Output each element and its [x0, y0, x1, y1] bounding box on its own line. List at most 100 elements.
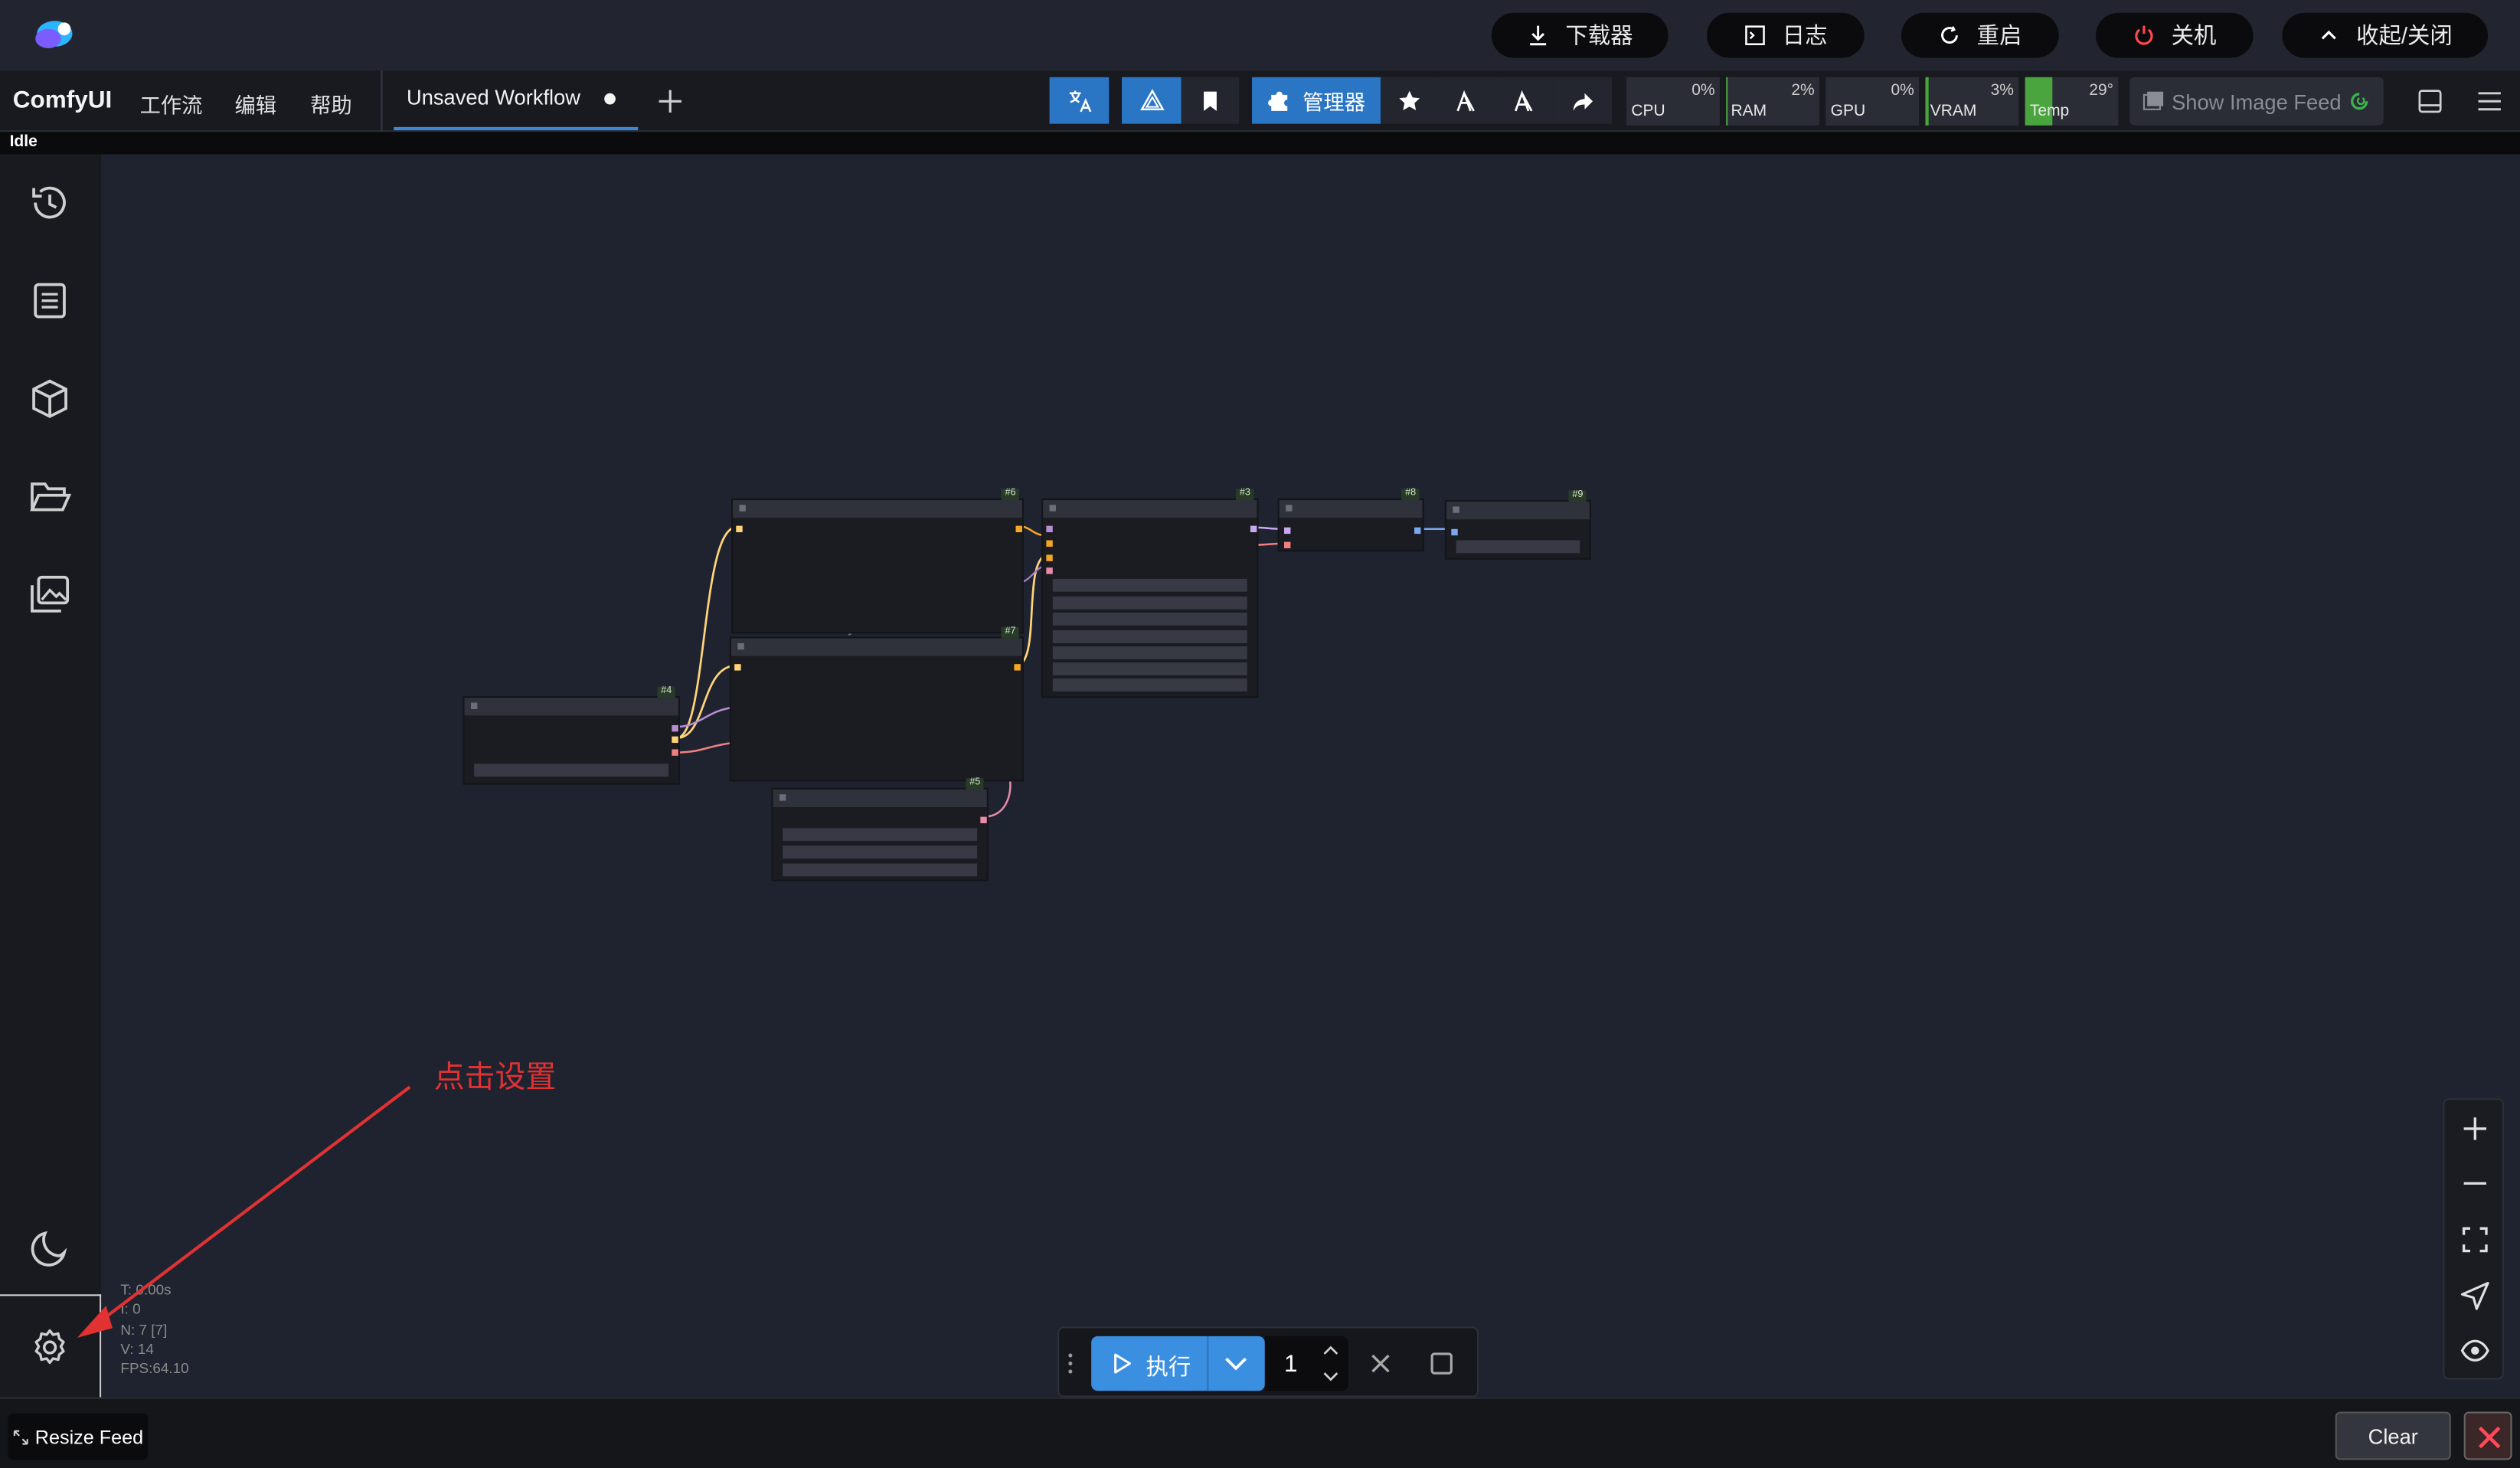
- node-collapse-dot[interactable]: [1049, 505, 1056, 512]
- settings-button[interactable]: [0, 1294, 102, 1398]
- graph-node[interactable]: #3: [1041, 489, 1259, 698]
- fit-view-icon[interactable]: [2459, 1224, 2491, 1256]
- queue-icon[interactable]: [28, 278, 73, 323]
- node-output-port[interactable]: [1014, 664, 1021, 671]
- toggle-links-eye-icon[interactable]: [2459, 1335, 2491, 1367]
- node-widget[interactable]: [1052, 612, 1247, 626]
- node-widget[interactable]: [1052, 646, 1247, 659]
- model-tool-alt-button[interactable]: [1496, 77, 1554, 124]
- model-share-button[interactable]: [1122, 77, 1182, 124]
- graph-node[interactable]: #6: [731, 489, 1024, 634]
- node-widget[interactable]: [1052, 578, 1247, 592]
- image-gallery-icon[interactable]: [28, 572, 73, 617]
- node-input-port[interactable]: [1284, 527, 1291, 535]
- node-header[interactable]: [731, 638, 1022, 656]
- node-input-port[interactable]: [1451, 528, 1458, 536]
- node-output-port[interactable]: [980, 816, 987, 824]
- node-widget[interactable]: [783, 863, 978, 877]
- node-header[interactable]: [1446, 502, 1590, 520]
- increment-chevron-icon[interactable]: [1321, 1342, 1340, 1358]
- node-widget[interactable]: [1052, 678, 1247, 691]
- graph-node[interactable]: #4: [462, 686, 680, 785]
- model-library-icon[interactable]: [28, 376, 73, 421]
- favorites-button[interactable]: [1380, 77, 1439, 124]
- unsaved-dot-icon[interactable]: [604, 93, 616, 105]
- batch-count-input[interactable]: 1: [1264, 1336, 1348, 1391]
- node-collapse-dot[interactable]: [779, 794, 786, 801]
- node-input-port[interactable]: [1046, 554, 1053, 561]
- restart-button[interactable]: 重启: [1901, 12, 2059, 58]
- arch-model-alt-icon: [1514, 89, 1533, 111]
- graph-node[interactable]: #7: [729, 626, 1024, 782]
- locate-icon[interactable]: [2459, 1280, 2491, 1312]
- close-feed-button[interactable]: [2463, 1411, 2512, 1460]
- zoom-out-icon[interactable]: [2459, 1167, 2491, 1199]
- shutdown-button[interactable]: 关机: [2095, 12, 2254, 58]
- node-widget[interactable]: [783, 828, 978, 842]
- node-output-port[interactable]: [672, 724, 678, 732]
- bottom-panel-toggle-icon[interactable]: [2416, 87, 2445, 116]
- node-widget[interactable]: [1052, 630, 1247, 643]
- graph-node[interactable]: #8: [1277, 489, 1424, 552]
- node-header[interactable]: [1043, 500, 1257, 518]
- moon-icon[interactable]: [28, 1225, 73, 1270]
- collapse-button[interactable]: 收起/关闭: [2282, 12, 2489, 58]
- resize-feed-button[interactable]: Resize Feed: [8, 1413, 149, 1460]
- node-collapse-dot[interactable]: [470, 702, 478, 709]
- node-input-port[interactable]: [1046, 525, 1053, 533]
- menu-bar: ComfyUI 工作流 编辑 帮助 Unsaved Workflow 管理器: [0, 70, 2520, 132]
- bookmark-button[interactable]: [1181, 77, 1240, 124]
- history-icon[interactable]: [28, 180, 73, 225]
- workflows-icon[interactable]: [28, 474, 73, 519]
- menu-help[interactable]: 帮助: [310, 93, 352, 118]
- stop-square-icon[interactable]: [1429, 1351, 1455, 1377]
- downloader-button[interactable]: 下载器: [1491, 12, 1669, 58]
- zoom-in-icon[interactable]: [2459, 1113, 2491, 1145]
- new-tab-plus-icon[interactable]: [654, 85, 686, 117]
- translate-button[interactable]: [1049, 77, 1110, 124]
- decrement-chevron-icon[interactable]: [1321, 1368, 1340, 1385]
- model-tool-button[interactable]: [1438, 77, 1497, 124]
- node-widget[interactable]: [1052, 662, 1247, 675]
- node-input-port[interactable]: [1284, 541, 1291, 548]
- workflow-tab[interactable]: Unsaved Workflow: [394, 70, 639, 131]
- manager-button[interactable]: 管理器: [1252, 77, 1381, 124]
- node-output-port[interactable]: [672, 736, 678, 744]
- cancel-run-icon[interactable]: [1368, 1351, 1394, 1377]
- node-collapse-dot[interactable]: [739, 505, 746, 512]
- run-button[interactable]: 执行: [1091, 1336, 1265, 1391]
- node-header[interactable]: [1279, 500, 1423, 518]
- clear-feed-button[interactable]: Clear: [2335, 1411, 2451, 1460]
- menu-workflow[interactable]: 工作流: [139, 93, 203, 118]
- share-button[interactable]: [1554, 77, 1613, 124]
- node-input-port[interactable]: [736, 525, 743, 533]
- node-widget[interactable]: [1052, 596, 1247, 610]
- node-input-port[interactable]: [1046, 567, 1053, 574]
- chevron-down-icon[interactable]: [1223, 1352, 1249, 1375]
- node-output-port[interactable]: [1414, 527, 1421, 535]
- node-widget[interactable]: [474, 763, 669, 777]
- drag-handle-icon[interactable]: [1067, 1352, 1074, 1375]
- node-header[interactable]: [733, 500, 1022, 518]
- node-output-port[interactable]: [1015, 525, 1022, 533]
- node-collapse-dot[interactable]: [737, 642, 744, 650]
- graph-node[interactable]: #9: [1444, 490, 1591, 560]
- node-input-port[interactable]: [1046, 540, 1053, 547]
- node-widget[interactable]: [1456, 540, 1580, 554]
- node-output-port[interactable]: [1250, 525, 1257, 533]
- graph-node[interactable]: #5: [771, 778, 989, 881]
- menu-edit[interactable]: 编辑: [234, 93, 277, 118]
- sidebar: [0, 154, 102, 1398]
- node-collapse-dot[interactable]: [1453, 506, 1459, 513]
- app-logo-icon[interactable]: [29, 16, 77, 54]
- node-widget[interactable]: [783, 845, 978, 859]
- logs-button[interactable]: 日志: [1707, 12, 1865, 58]
- show-image-feed-button[interactable]: Show Image Feed: [2129, 77, 2384, 126]
- node-header[interactable]: [464, 698, 678, 716]
- stat-time: T: 0.00s: [120, 1281, 172, 1298]
- hamburger-menu-icon[interactable]: [2475, 87, 2504, 116]
- node-output-port[interactable]: [672, 749, 678, 756]
- node-collapse-dot[interactable]: [1286, 505, 1293, 512]
- node-header[interactable]: [773, 789, 987, 808]
- node-input-port[interactable]: [734, 664, 741, 671]
